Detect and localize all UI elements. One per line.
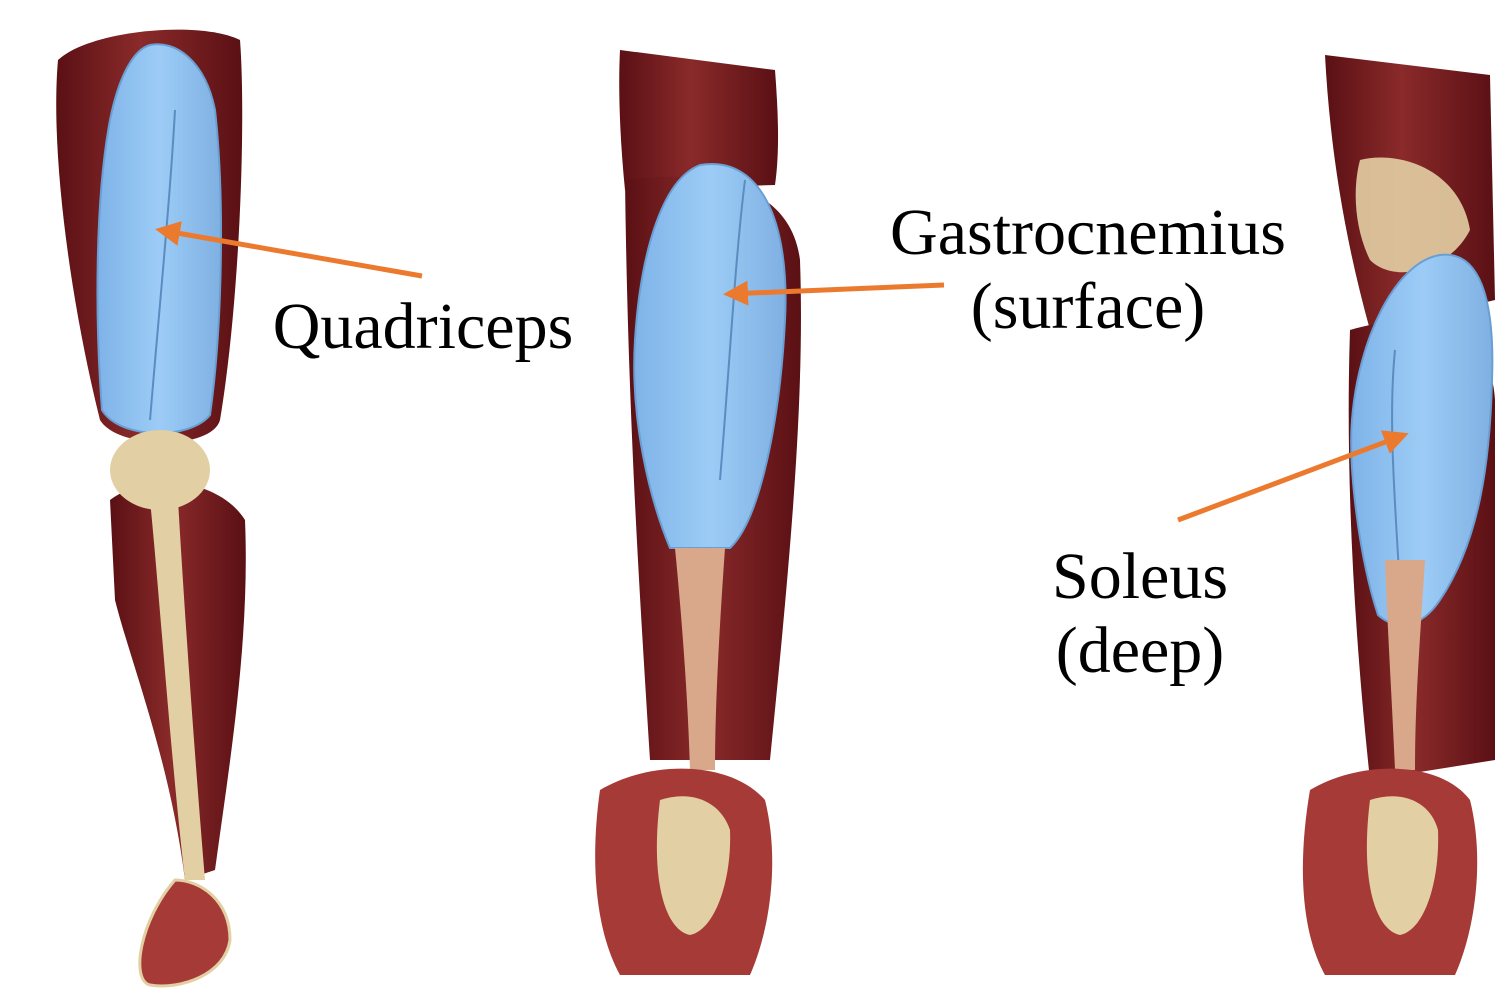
quadriceps-label: Quadriceps [238, 290, 608, 364]
gastrocnemius-label-name: Gastrocnemius [848, 196, 1328, 270]
leg-back-surface-view [595, 50, 801, 975]
foot [140, 880, 230, 986]
quadriceps-label-line: Quadriceps [238, 290, 608, 364]
gastrocnemius-label: Gastrocnemius (surface) [848, 196, 1328, 344]
soleus-label-note: (deep) [990, 614, 1290, 688]
kneecap [110, 430, 210, 510]
gastrocnemius-label-note: (surface) [848, 270, 1328, 344]
leg-front-view [56, 30, 246, 986]
leg-back-deep-view [1303, 55, 1495, 975]
soleus-label: Soleus (deep) [990, 540, 1290, 688]
soleus-label-name: Soleus [990, 540, 1290, 614]
